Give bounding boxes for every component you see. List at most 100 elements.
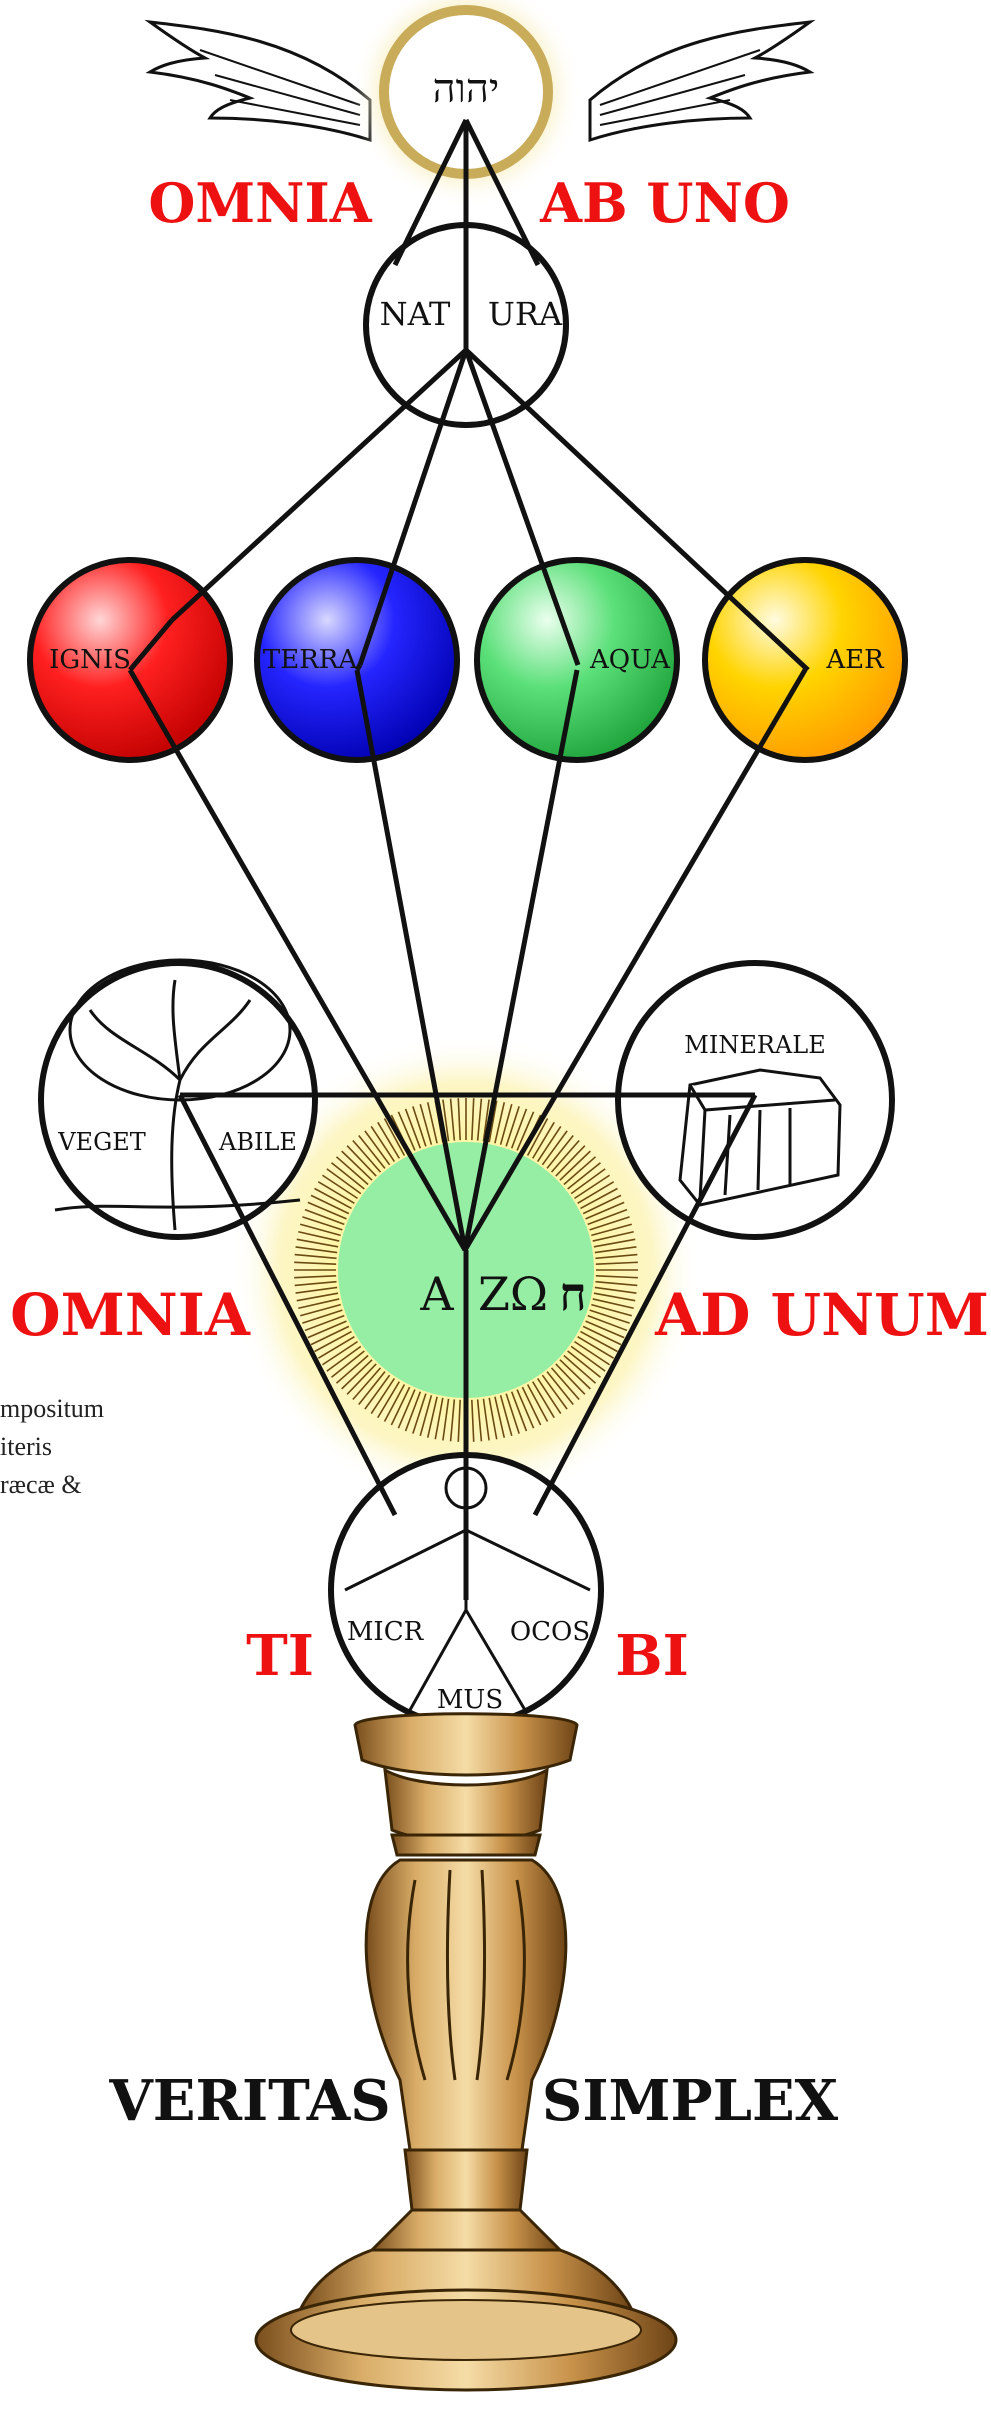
ray	[457, 1399, 461, 1442]
ray	[471, 1098, 475, 1141]
ray	[582, 1194, 622, 1215]
ray	[294, 1275, 337, 1279]
ray	[404, 1108, 422, 1149]
ray	[482, 1398, 490, 1441]
wings-icon	[144, 19, 816, 143]
ray	[419, 1103, 433, 1145]
ray	[593, 1292, 636, 1302]
ray	[419, 1395, 433, 1437]
ray	[294, 1261, 337, 1265]
natura-left: NAT	[380, 295, 451, 333]
motto-ad-unum: AD UNUM	[654, 1281, 989, 1349]
ray	[310, 1194, 350, 1215]
ray	[383, 1118, 406, 1156]
ray	[555, 1363, 586, 1395]
ray	[594, 1246, 637, 1254]
connector-lines	[127, 118, 810, 1600]
ray	[322, 1340, 358, 1366]
ray	[580, 1330, 618, 1353]
ray	[555, 1145, 586, 1177]
ray	[595, 1253, 638, 1260]
ray	[331, 1350, 365, 1378]
ray	[577, 1181, 615, 1205]
minerale-label: MINERALE	[684, 1031, 825, 1059]
ray	[585, 1320, 625, 1339]
ray	[591, 1223, 633, 1237]
ray	[449, 1399, 456, 1442]
ray	[294, 1280, 337, 1287]
ray	[536, 1126, 562, 1162]
ray	[580, 1187, 618, 1210]
ray	[595, 1261, 638, 1265]
motto-omnia-top: OMNIA	[148, 171, 372, 235]
side-note-line: iteris	[0, 1432, 52, 1461]
ray	[536, 1378, 562, 1414]
ray	[591, 1303, 633, 1317]
ray	[307, 1201, 347, 1220]
ray	[346, 1145, 377, 1177]
ray	[482, 1099, 490, 1142]
ray	[299, 1223, 341, 1237]
element-label-aqua: AQUA	[589, 645, 671, 675]
ray	[426, 1396, 438, 1438]
ray	[299, 1303, 341, 1317]
ray	[499, 1103, 513, 1145]
ray	[559, 1150, 591, 1181]
ray	[397, 1111, 416, 1151]
ray	[471, 1399, 475, 1442]
microcosmus-right: OCOS	[510, 1617, 590, 1647]
ray	[298, 1298, 340, 1310]
ray	[587, 1208, 628, 1226]
ray	[352, 1139, 382, 1173]
ray	[322, 1174, 358, 1200]
ray	[574, 1174, 610, 1200]
ray	[390, 1386, 411, 1426]
ray	[346, 1363, 377, 1395]
motto-bi: BI	[615, 1623, 689, 1689]
ray	[307, 1320, 347, 1339]
motto-omnia-center: OMNIA	[10, 1281, 251, 1349]
element-label-ignis: IGNIS	[49, 645, 131, 675]
ray	[582, 1325, 622, 1346]
ray	[563, 1156, 597, 1186]
ray	[592, 1298, 634, 1310]
ray	[314, 1187, 352, 1210]
ray	[317, 1181, 355, 1205]
pedestal	[254, 1712, 678, 2392]
vegetabile-right: ABILE	[218, 1128, 297, 1156]
ray	[541, 1130, 568, 1166]
ray	[546, 1135, 574, 1169]
ray	[296, 1292, 339, 1302]
microcosmus-bottom: MUS	[437, 1685, 503, 1715]
ray	[341, 1150, 373, 1181]
motto-veritas: VERITAS	[108, 2068, 390, 2134]
ray	[546, 1371, 574, 1405]
ray	[364, 1374, 391, 1410]
ray	[510, 1391, 528, 1432]
ray	[531, 1121, 555, 1159]
element-label-aer: AER	[825, 645, 885, 675]
ray	[358, 1135, 386, 1169]
ray	[516, 1111, 535, 1151]
ray	[559, 1359, 591, 1390]
ray	[296, 1238, 339, 1248]
ray	[302, 1309, 343, 1324]
ray	[404, 1391, 422, 1432]
tetragrammaton: יהוה	[433, 66, 500, 112]
zoon-alpha: A	[419, 1267, 454, 1321]
ray	[488, 1100, 498, 1143]
ray	[476, 1098, 483, 1141]
ray	[563, 1354, 597, 1384]
ray	[505, 1106, 520, 1147]
ray	[550, 1139, 580, 1173]
ray	[314, 1330, 352, 1353]
ray	[449, 1098, 456, 1141]
side-note-line: ræcæ &	[0, 1470, 82, 1499]
center-rays	[294, 1098, 638, 1442]
ray	[457, 1098, 461, 1141]
ray	[364, 1130, 391, 1166]
ray	[370, 1378, 396, 1414]
ray	[526, 1118, 549, 1156]
ray	[541, 1374, 568, 1410]
